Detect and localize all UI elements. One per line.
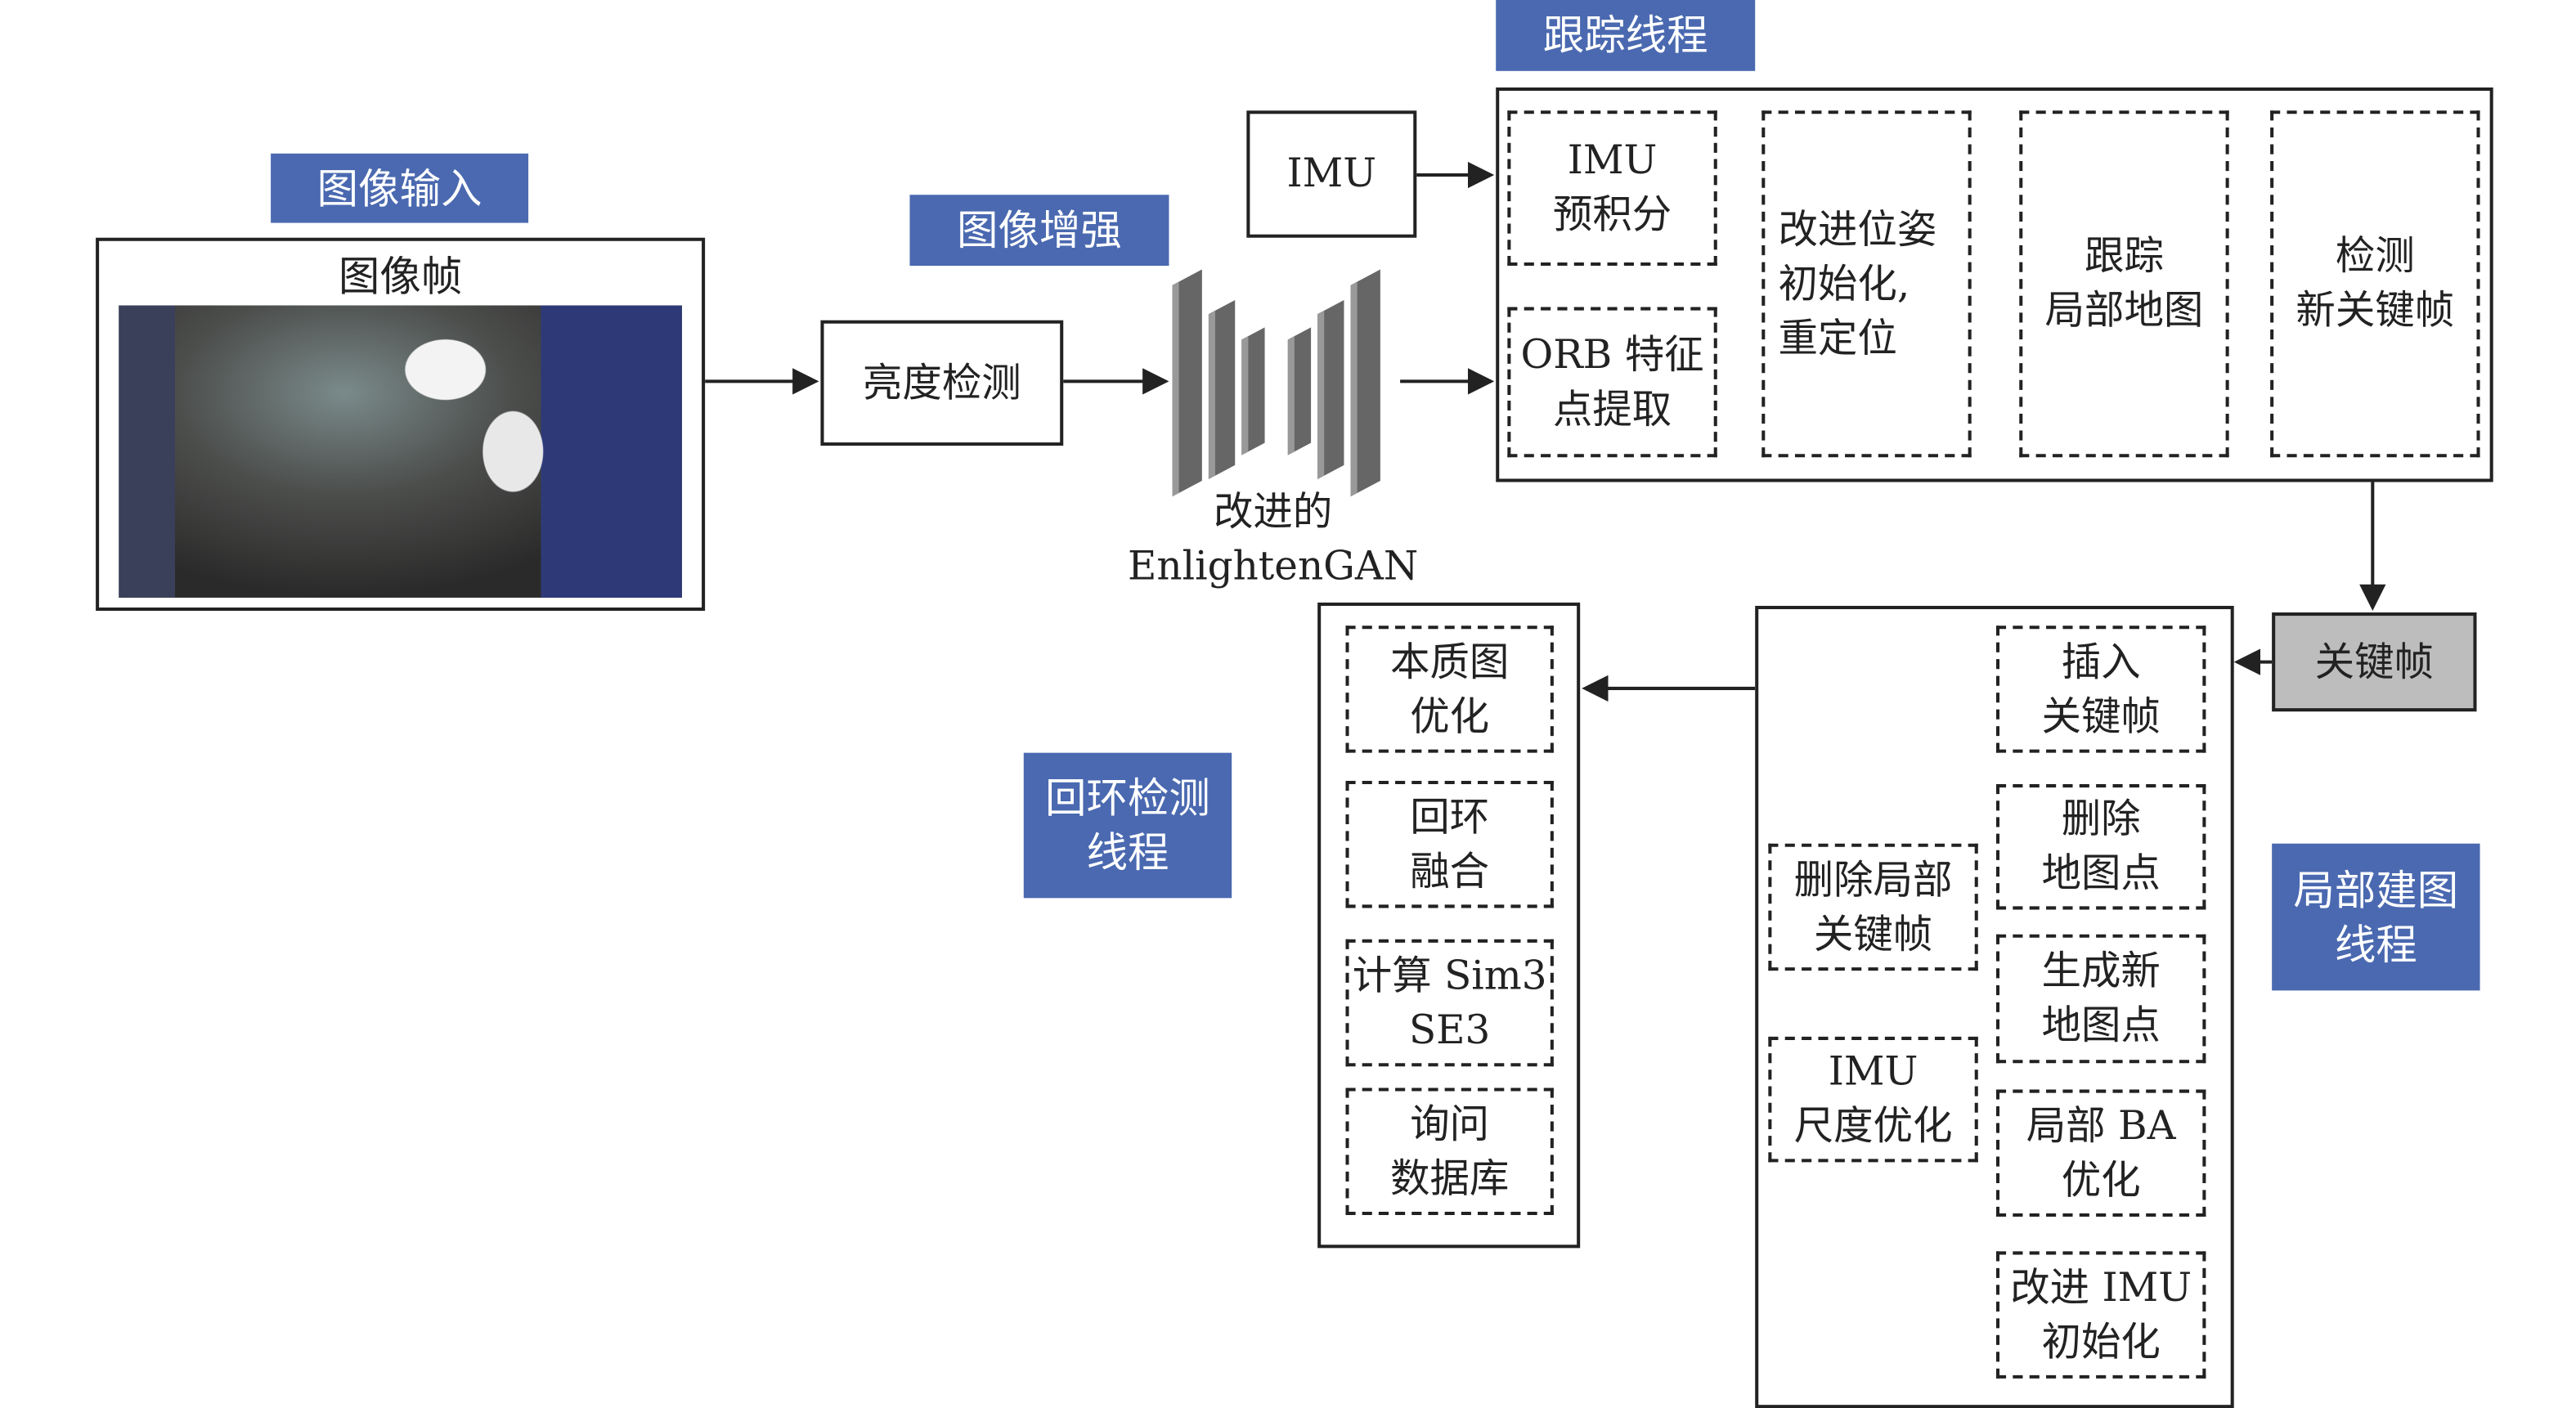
step-text-line: 地图点	[2041, 1002, 2161, 1049]
essential-graph-optimization-step: 本质图优化	[1345, 626, 1554, 753]
track-local-map-step: 跟踪局部地图	[2019, 110, 2229, 458]
step-text-line: 本质图	[1389, 638, 1510, 684]
loop-closing-box	[1317, 602, 1581, 1249]
step-text-line: 局部建图	[2293, 865, 2459, 914]
step-text-line: 回环检测	[1044, 774, 1210, 823]
delete-local-keyframes-step: 删除局部关键帧	[1768, 843, 1978, 971]
imu-scale-optimization-step: IMU 尺度优化	[1768, 1036, 1978, 1163]
step-text-line: 检测	[2335, 232, 2415, 280]
step-text-line: 新关键帧	[2296, 287, 2455, 334]
step-text-line: 跟踪	[2084, 232, 2164, 280]
step-text-line: 线程	[2334, 920, 2417, 969]
step-text-line: 融合	[1410, 847, 1490, 895]
step-text-line: 询问	[1410, 1100, 1490, 1147]
pose-init-relocalization-step: 改进位姿初始化, 重定位	[1761, 110, 1972, 458]
step-text-line: 局部 BA	[2026, 1101, 2176, 1149]
step-text-line: 插入	[2061, 638, 2141, 684]
imu-init-step: 改进 IMU 初始化	[1995, 1251, 2206, 1379]
gan-label-line2: EnlightenGAN	[1128, 542, 1419, 589]
step-text-line: 优化	[2061, 1156, 2141, 1203]
step-text-line: 预积分	[1552, 191, 1672, 238]
gan-label-line1: 改进的	[1213, 487, 1333, 535]
step-text-line: 关键帧	[1813, 910, 1933, 957]
step-text-line: 地图点	[2041, 850, 2161, 897]
insert-keyframe-step: 插入关键帧	[1995, 626, 2206, 753]
enlightengan-icon	[1169, 264, 1403, 497]
loop-detection-thread-label: 回环检测线程	[1023, 752, 1232, 899]
image-frame-box: 图像帧	[96, 237, 706, 612]
step-text-line: 线程	[1086, 828, 1169, 877]
detect-new-keyframe-step: 检测新关键帧	[2270, 110, 2480, 458]
step-text-line: 数据库	[1389, 1155, 1510, 1201]
step-text-line: 点提取	[1552, 385, 1672, 432]
tracking-thread-box	[1496, 87, 2493, 482]
keyframe-box: 关键帧	[2272, 612, 2477, 712]
step-text-line: SE3	[1408, 1006, 1491, 1053]
step-text-line: 尺度优化	[1793, 1102, 1953, 1150]
local-mapping-thread-label: 局部建图线程	[2272, 843, 2480, 991]
step-text-line: IMU	[1567, 137, 1658, 184]
step-text-line: 关键帧	[2041, 692, 2161, 739]
orb-extraction-step: ORB 特征点提取	[1507, 307, 1717, 458]
image-input-label: 图像输入	[271, 153, 529, 223]
imu-box: IMU	[1246, 110, 1417, 238]
tracking-thread-label: 跟踪线程	[1496, 0, 1756, 71]
step-text-line: 初始化,	[1778, 259, 1910, 307]
query-database-step: 询问数据库	[1345, 1087, 1554, 1215]
step-text-line: 改进 IMU	[2010, 1263, 2192, 1311]
step-text-line: 计算 Sim3	[1352, 951, 1547, 998]
image-frame-title: 图像帧	[338, 251, 463, 300]
step-text-line: 回环	[1410, 793, 1490, 840]
step-text-line: 删除	[2061, 796, 2141, 842]
step-text-line: 优化	[1410, 692, 1490, 739]
step-text-line: ORB 特征	[1520, 330, 1704, 378]
local-ba-step: 局部 BA 优化	[1995, 1089, 2206, 1217]
step-text-line: 局部地图	[2044, 287, 2204, 334]
imu-preintegration-step: IMU 预积分	[1507, 110, 1717, 267]
step-text-line: 删除局部	[1793, 855, 1953, 903]
new-map-points-step: 生成新地图点	[1995, 934, 2206, 1064]
image-enhance-label: 图像增强	[909, 195, 1169, 267]
mine-tunnel-photo	[119, 305, 682, 598]
step-text-line: 初始化	[2041, 1318, 2161, 1365]
step-text-line: IMU	[1828, 1048, 1919, 1095]
loop-fusion-step: 回环融合	[1345, 780, 1554, 908]
step-text-line: 改进位姿	[1778, 205, 1937, 252]
local-mapping-box	[1755, 605, 2234, 1408]
delete-map-points-step: 删除地图点	[1995, 784, 2206, 910]
brightness-detection-box: 亮度检测	[820, 320, 1064, 446]
step-text-line: 生成新	[2041, 947, 2161, 994]
step-text-line: 重定位	[1778, 314, 1897, 361]
